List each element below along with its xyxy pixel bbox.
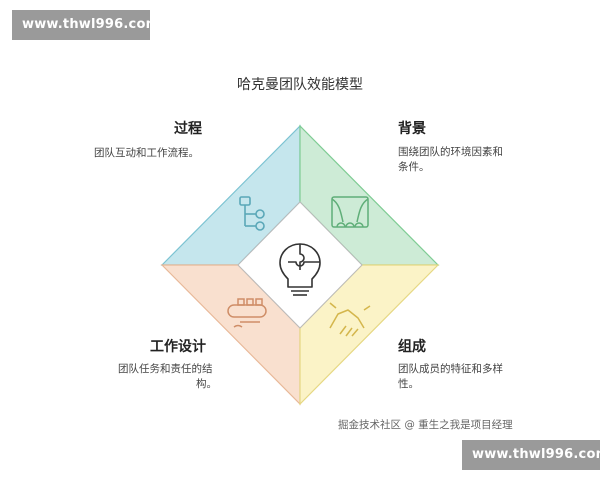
watermark-bottom: www.thwl996.com	[462, 440, 600, 470]
lightbulb-puzzle-icon	[279, 243, 321, 296]
process-desc: 团队互动和工作流程。	[94, 147, 199, 159]
watermark-top: www.thwl996.com	[12, 10, 159, 40]
composition-desc: 团队成员的特征和多样 性。	[398, 363, 503, 390]
composition-title: 组成	[398, 339, 426, 355]
background-title: 背景	[398, 121, 426, 137]
background-desc: 围绕团队的环境因素和 条件。	[398, 146, 503, 173]
diagram-title: 哈克曼团队效能模型	[237, 77, 363, 93]
handshake-icon	[329, 302, 371, 337]
flowchart-icon	[239, 196, 265, 231]
work-design-desc: 团队任务和责任的结 构。	[118, 363, 217, 390]
credit-text: 掘金技术社区 @ 重生之我是项目经理	[338, 419, 513, 431]
process-title: 过程	[174, 121, 202, 137]
conveyor-icon	[227, 298, 267, 328]
work-design-title: 工作设计	[150, 339, 206, 355]
curtain-stage-icon	[331, 196, 369, 228]
